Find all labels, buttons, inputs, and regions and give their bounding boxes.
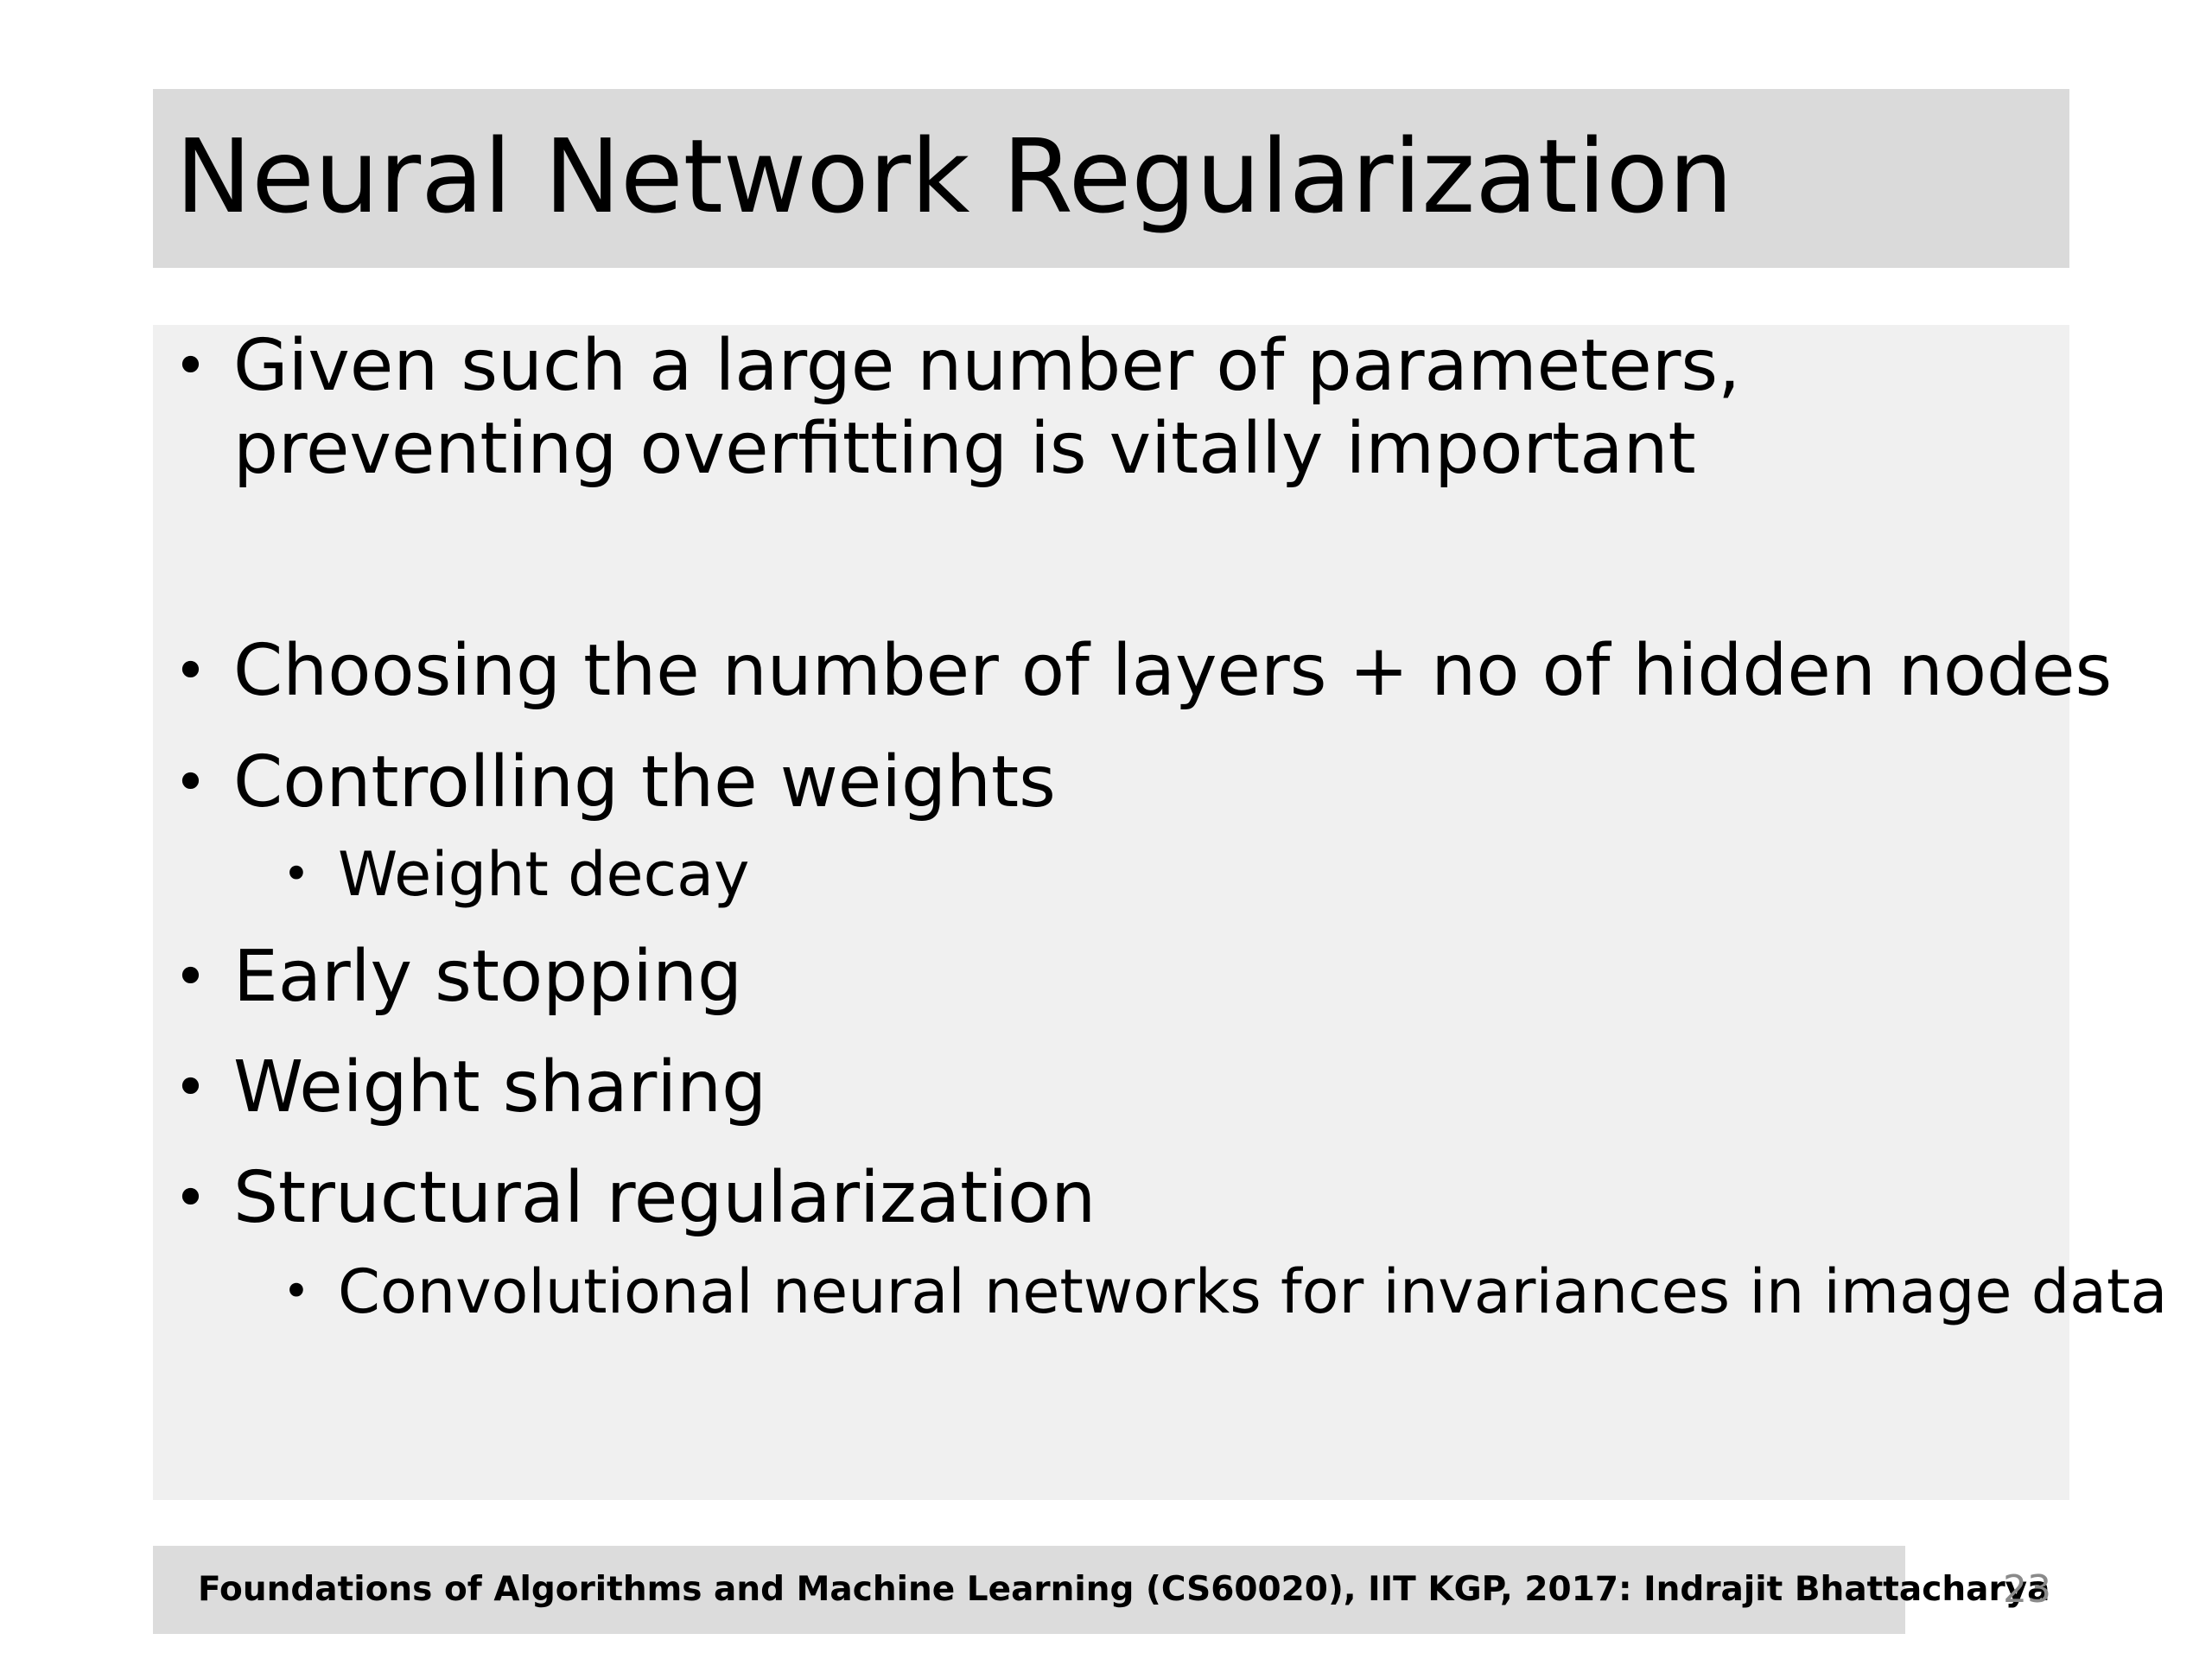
bullet-text: Structural regularization: [233, 1157, 1096, 1239]
bullet-icon: •: [283, 847, 310, 901]
slide-footer: Foundations of Algorithms and Machine Le…: [153, 1546, 2050, 1634]
bullet-text: Early stopping: [233, 936, 743, 1018]
bullet-item-early-stopping: • Early stopping: [174, 936, 742, 1019]
slide-number: 23: [2003, 1567, 2051, 1611]
bullet-icon: •: [174, 1165, 207, 1231]
bullet-text: Convolutional neural networks for invari…: [338, 1256, 2168, 1327]
bullet-icon: •: [283, 1264, 310, 1319]
bullet-text: Given such a large number of parameters,: [233, 325, 1741, 407]
sub-bullet-item-cnn: • Convolutional neural networks for inva…: [283, 1255, 2167, 1328]
bullet-item-structural: • Structural regularization: [174, 1157, 1096, 1240]
bullet-item-weights: • Controlling the weights: [174, 741, 1056, 824]
bullet-item-layers: • Choosing the number of layers + no of …: [174, 630, 2112, 713]
bullet-icon: •: [174, 749, 207, 816]
bullet-icon: •: [174, 333, 207, 399]
bullet-icon: •: [174, 944, 207, 1010]
bullet-item-weight-sharing: • Weight sharing: [174, 1046, 766, 1129]
bullet-icon: •: [174, 638, 207, 704]
bullet-item-overfitting: • Given such a large number of parameter…: [174, 325, 1740, 491]
bullet-icon: •: [174, 1054, 207, 1121]
bullet-text: Weight sharing: [233, 1046, 767, 1128]
slide-content: • Given such a large number of parameter…: [153, 325, 2167, 1500]
bullet-text: Controlling the weights: [233, 741, 1056, 823]
footer-text: Foundations of Algorithms and Machine Le…: [198, 1570, 2050, 1609]
bullet-text: preventing overfitting is vitally import…: [233, 408, 1696, 490]
sub-bullet-item-weight-decay: • Weight decay: [283, 838, 749, 911]
bullet-text: Weight decay: [338, 839, 750, 910]
slide-title-bar: Neural Network Regularization: [153, 89, 2069, 268]
bullet-text: Choosing the number of layers + no of hi…: [233, 630, 2113, 712]
slide-title: Neural Network Regularization: [175, 117, 1733, 236]
